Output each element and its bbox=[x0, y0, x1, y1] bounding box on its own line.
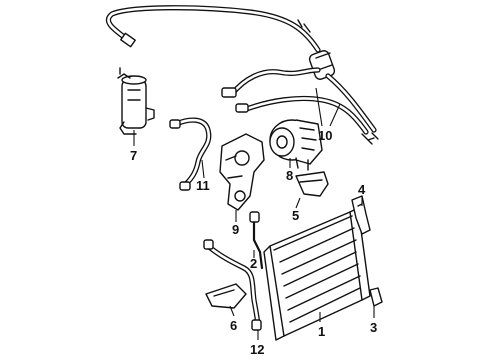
callout-7: 7 bbox=[130, 148, 137, 163]
compressor bbox=[269, 119, 323, 171]
callout-8: 8 bbox=[286, 168, 293, 183]
callout-12: 12 bbox=[250, 342, 264, 357]
retaining-clip-3 bbox=[369, 287, 383, 307]
condenser bbox=[263, 207, 371, 341]
hose-11 bbox=[169, 117, 212, 191]
callout-9: 9 bbox=[232, 222, 239, 237]
liquid-line-2 bbox=[249, 211, 264, 270]
line-12 bbox=[203, 239, 262, 331]
mounting-bracket-6 bbox=[205, 283, 247, 309]
callout-4: 4 bbox=[358, 182, 366, 197]
callout-6: 6 bbox=[230, 318, 237, 333]
compressor-bracket bbox=[219, 133, 265, 211]
hose-assembly-10 bbox=[221, 67, 379, 145]
mounting-bracket-5 bbox=[295, 171, 329, 197]
callout-5: 5 bbox=[292, 208, 299, 223]
upper-suction-hose bbox=[105, 5, 321, 53]
leader-lines bbox=[133, 87, 375, 340]
callout-11: 11 bbox=[196, 178, 210, 193]
accumulator-drier bbox=[117, 67, 155, 135]
callout-10: 10 bbox=[318, 128, 332, 143]
callout-3: 3 bbox=[370, 320, 377, 335]
callout-2: 2 bbox=[250, 256, 257, 271]
condenser-bracket-4 bbox=[351, 195, 371, 235]
callout-1: 1 bbox=[318, 324, 325, 339]
